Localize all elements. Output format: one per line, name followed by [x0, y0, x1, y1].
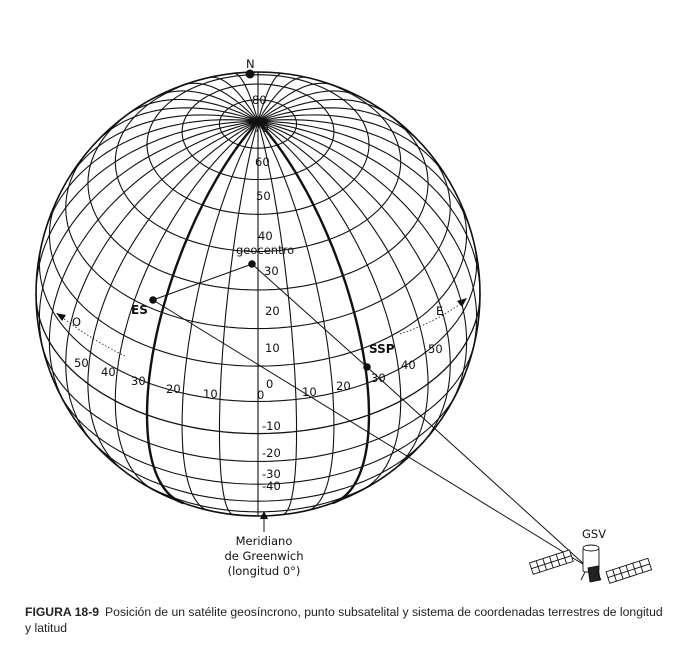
meridian-line	[43, 119, 259, 235]
meridian-line	[38, 120, 259, 354]
globe-grid	[35, 71, 481, 517]
north-label: N	[246, 57, 255, 71]
meridian-line	[257, 120, 478, 354]
caption-text: Posición de un satélite geosíncrono, pun…	[25, 605, 663, 635]
latitude-label: -10	[262, 419, 281, 433]
latitude-label: 50	[256, 189, 271, 203]
longitude-label: 40	[401, 358, 416, 372]
meridian-line	[257, 120, 468, 409]
meridian-note-arrow	[260, 511, 268, 532]
latitude-label: 30	[264, 264, 279, 278]
geocenter-label: geocentro	[236, 243, 294, 257]
meridian-line	[257, 72, 283, 122]
latitude-label: 80	[252, 93, 267, 107]
meridian-line	[257, 120, 451, 446]
subsatellite-point-label: SSP	[369, 342, 395, 356]
meridian-line	[233, 72, 259, 122]
east-arrow	[399, 298, 467, 335]
meridian-line	[114, 120, 259, 492]
longitude-label: 40	[101, 365, 116, 379]
meridian-note-line3: (longitud 0°)	[228, 564, 301, 578]
meridian-line	[209, 76, 259, 122]
meridian-line	[218, 121, 259, 516]
figure-label: FIGURA 18-9	[25, 605, 100, 619]
satellite-label: GSV	[582, 527, 606, 541]
longitude-label: 50	[428, 342, 443, 356]
geostationary-satellite-diagram: N 80 70 60 50 40 30 20 10 0 -10 -20 -30 …	[35, 57, 653, 584]
latitude-labels: 80 70 60 50 40 30 20 10 0 -10 -20 -30 -4…	[252, 93, 281, 493]
longitude-labels: 50 40 30 20 10 0 10 20 30 40 50	[74, 342, 443, 402]
latitude-label: 40	[258, 229, 273, 243]
meridian-line	[257, 107, 422, 144]
west-label: O	[72, 315, 81, 329]
latitude-label: 10	[265, 341, 280, 355]
meridian-line	[257, 120, 481, 295]
longitude-label: 10	[203, 387, 218, 401]
latitude-label: 0	[266, 377, 273, 391]
longitude-label: 10	[302, 385, 317, 399]
latitude-label: -30	[262, 467, 281, 481]
meridian-line	[35, 120, 259, 295]
latitude-label: -20	[262, 446, 281, 460]
meridian-line	[94, 107, 259, 144]
right-solar-panel	[605, 557, 653, 584]
meridian-line	[65, 120, 259, 446]
meridian-line	[64, 114, 259, 186]
line-es-to-geocenter	[152, 263, 253, 301]
meridian-line	[155, 90, 259, 122]
meridian-note-line2: de Greenwich	[224, 549, 303, 563]
longitude-label: 50	[74, 356, 89, 370]
west-arrow	[56, 313, 126, 357]
latitude-label: 70	[254, 121, 269, 135]
meridian-line	[180, 82, 259, 122]
meridian-line	[257, 121, 335, 512]
line-ssp-to-satellite	[366, 366, 587, 567]
meridian-line	[257, 90, 361, 122]
meridian-line	[87, 120, 259, 472]
meridian-line	[123, 98, 259, 122]
subsatellite-point-dot	[363, 363, 371, 371]
line-geocenter-to-ssp	[251, 263, 368, 368]
earth-station-dot	[149, 296, 157, 304]
longitude-label: 30	[131, 374, 146, 388]
earth-station-label: ES	[131, 303, 148, 317]
highlighted-meridian	[257, 120, 371, 505]
left-solar-panel	[528, 549, 574, 575]
meridian-note-line1: Meridiano	[236, 534, 293, 548]
meridian-line	[257, 82, 336, 122]
latitude-label: 20	[265, 304, 280, 318]
line-es-to-satellite	[152, 299, 587, 567]
longitude-label: 20	[336, 379, 351, 393]
geocenter-dot	[248, 260, 256, 268]
meridian-line	[257, 114, 452, 186]
north-pole-dot	[245, 69, 255, 79]
satellite-icon	[528, 544, 653, 584]
meridian-line	[257, 119, 473, 235]
meridian-line	[257, 121, 298, 516]
meridian-line	[257, 120, 402, 492]
longitude-label: 20	[166, 382, 181, 396]
longitude-label: 0	[257, 388, 264, 402]
meridian-line	[181, 121, 259, 512]
east-label: E	[436, 304, 443, 318]
meridian-line	[257, 120, 429, 472]
construction-lines	[152, 263, 587, 567]
latitude-label: -40	[262, 479, 281, 493]
latitude-label: 60	[255, 155, 270, 169]
meridian-line	[257, 98, 393, 122]
meridian-line	[257, 76, 307, 122]
highlighted-meridian	[145, 120, 259, 505]
meridian-line	[48, 120, 259, 409]
